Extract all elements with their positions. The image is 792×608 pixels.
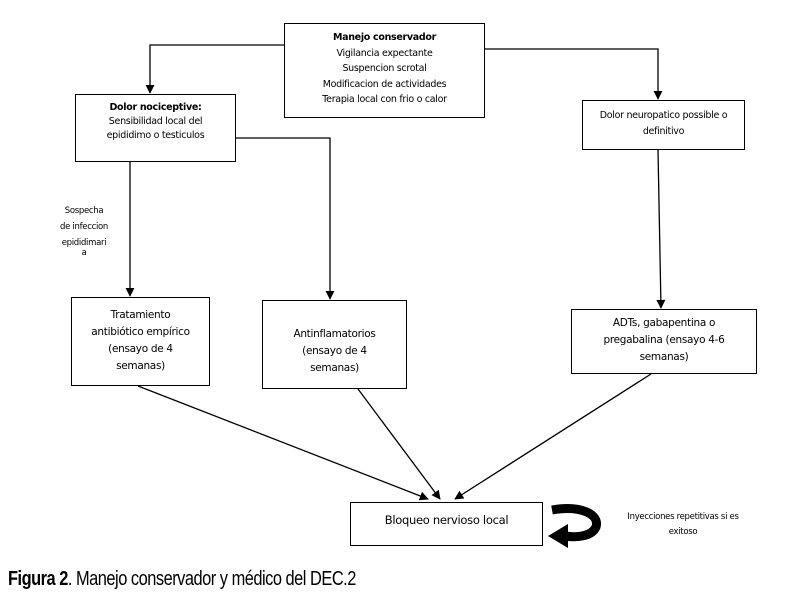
node-line: Vigilancia expectante bbox=[336, 47, 433, 59]
loop-arrow-icon bbox=[548, 504, 601, 548]
edge-nociceptive-to-antiinflammatory bbox=[236, 137, 335, 300]
node-adts-gabapentin: ADTs, gabapentina o pregabalina (ensayo … bbox=[571, 309, 757, 374]
edge-neuropathic-to-adts bbox=[656, 149, 666, 309]
edge-antiinflammatory-to-block bbox=[357, 388, 441, 500]
node-line: Dolor neuropatico possible o bbox=[599, 110, 728, 121]
node-line: Modificacion de actividades bbox=[322, 78, 447, 90]
edge-antibiotic-to-block bbox=[137, 385, 429, 501]
caption-text: . Manejo conservador y médico del DEC.2 bbox=[67, 568, 357, 590]
label-line: Inyecciones repetitivas si es bbox=[627, 512, 739, 522]
node-conservative-management: Manejo conservador Vigilancia expectante… bbox=[284, 23, 485, 118]
label-line: epididimari bbox=[61, 238, 107, 248]
edge-adts-to-block bbox=[454, 373, 652, 500]
node-title: Dolor nociceptive: bbox=[109, 102, 202, 113]
node-line: Antinflamatorios bbox=[293, 328, 376, 340]
caption-label: Figura 2 bbox=[8, 568, 68, 590]
node-line: epididimo o testiculos bbox=[106, 130, 205, 141]
edge-conservative-to-neuropathic bbox=[475, 48, 663, 100]
edge-label-infection: Sospecha de infeccion epididimari a bbox=[48, 203, 120, 255]
node-line: (ensayo de 4 bbox=[302, 345, 367, 357]
node-line: semanas) bbox=[310, 362, 359, 374]
label-line: a bbox=[81, 248, 87, 255]
node-empiric-antibiotic: Tratamiento antibiótico empírico (ensayo… bbox=[71, 297, 210, 386]
node-line: antibiótico empírico bbox=[91, 326, 190, 338]
node-local-nerve-block: Bloqueo nervioso local bbox=[350, 502, 543, 546]
edge-label-repeat-injections: Inyecciones repetitivas si es exitoso bbox=[608, 510, 758, 540]
node-line: Suspencion scrotal bbox=[342, 63, 427, 74]
node-antiinflammatory: Antinflamatorios (ensayo de 4 semanas) bbox=[262, 300, 407, 389]
figure-caption: Figura 2. Manejo conservador y médico de… bbox=[8, 568, 356, 591]
node-line: semanas) bbox=[116, 360, 165, 372]
node-line: pregabalina (ensayo 4-6 bbox=[603, 334, 725, 346]
node-line: (ensayo de 4 bbox=[108, 343, 173, 355]
edge-conservative-to-nociceptive bbox=[145, 44, 284, 94]
node-line: definitivo bbox=[642, 126, 685, 137]
node-line: Terapia local con frio o calor bbox=[322, 94, 447, 105]
label-line: exitoso bbox=[668, 527, 698, 537]
node-line: Bloqueo nervioso local bbox=[384, 513, 509, 527]
label-line: Sospecha bbox=[64, 206, 104, 216]
node-title: Manejo conservador bbox=[332, 32, 437, 43]
node-line: Tratamiento bbox=[110, 309, 171, 321]
node-line: ADTs, gabapentina o bbox=[612, 317, 716, 329]
node-line: semanas) bbox=[639, 351, 689, 363]
node-neuropathic-pain: Dolor neuropatico possible o definitivo bbox=[582, 100, 745, 150]
node-line: Sensibilidad local del bbox=[108, 116, 203, 127]
node-nociceptive-pain: Dolor nociceptive: Sensibilidad local de… bbox=[75, 94, 236, 162]
label-line: de infeccion bbox=[60, 222, 108, 232]
